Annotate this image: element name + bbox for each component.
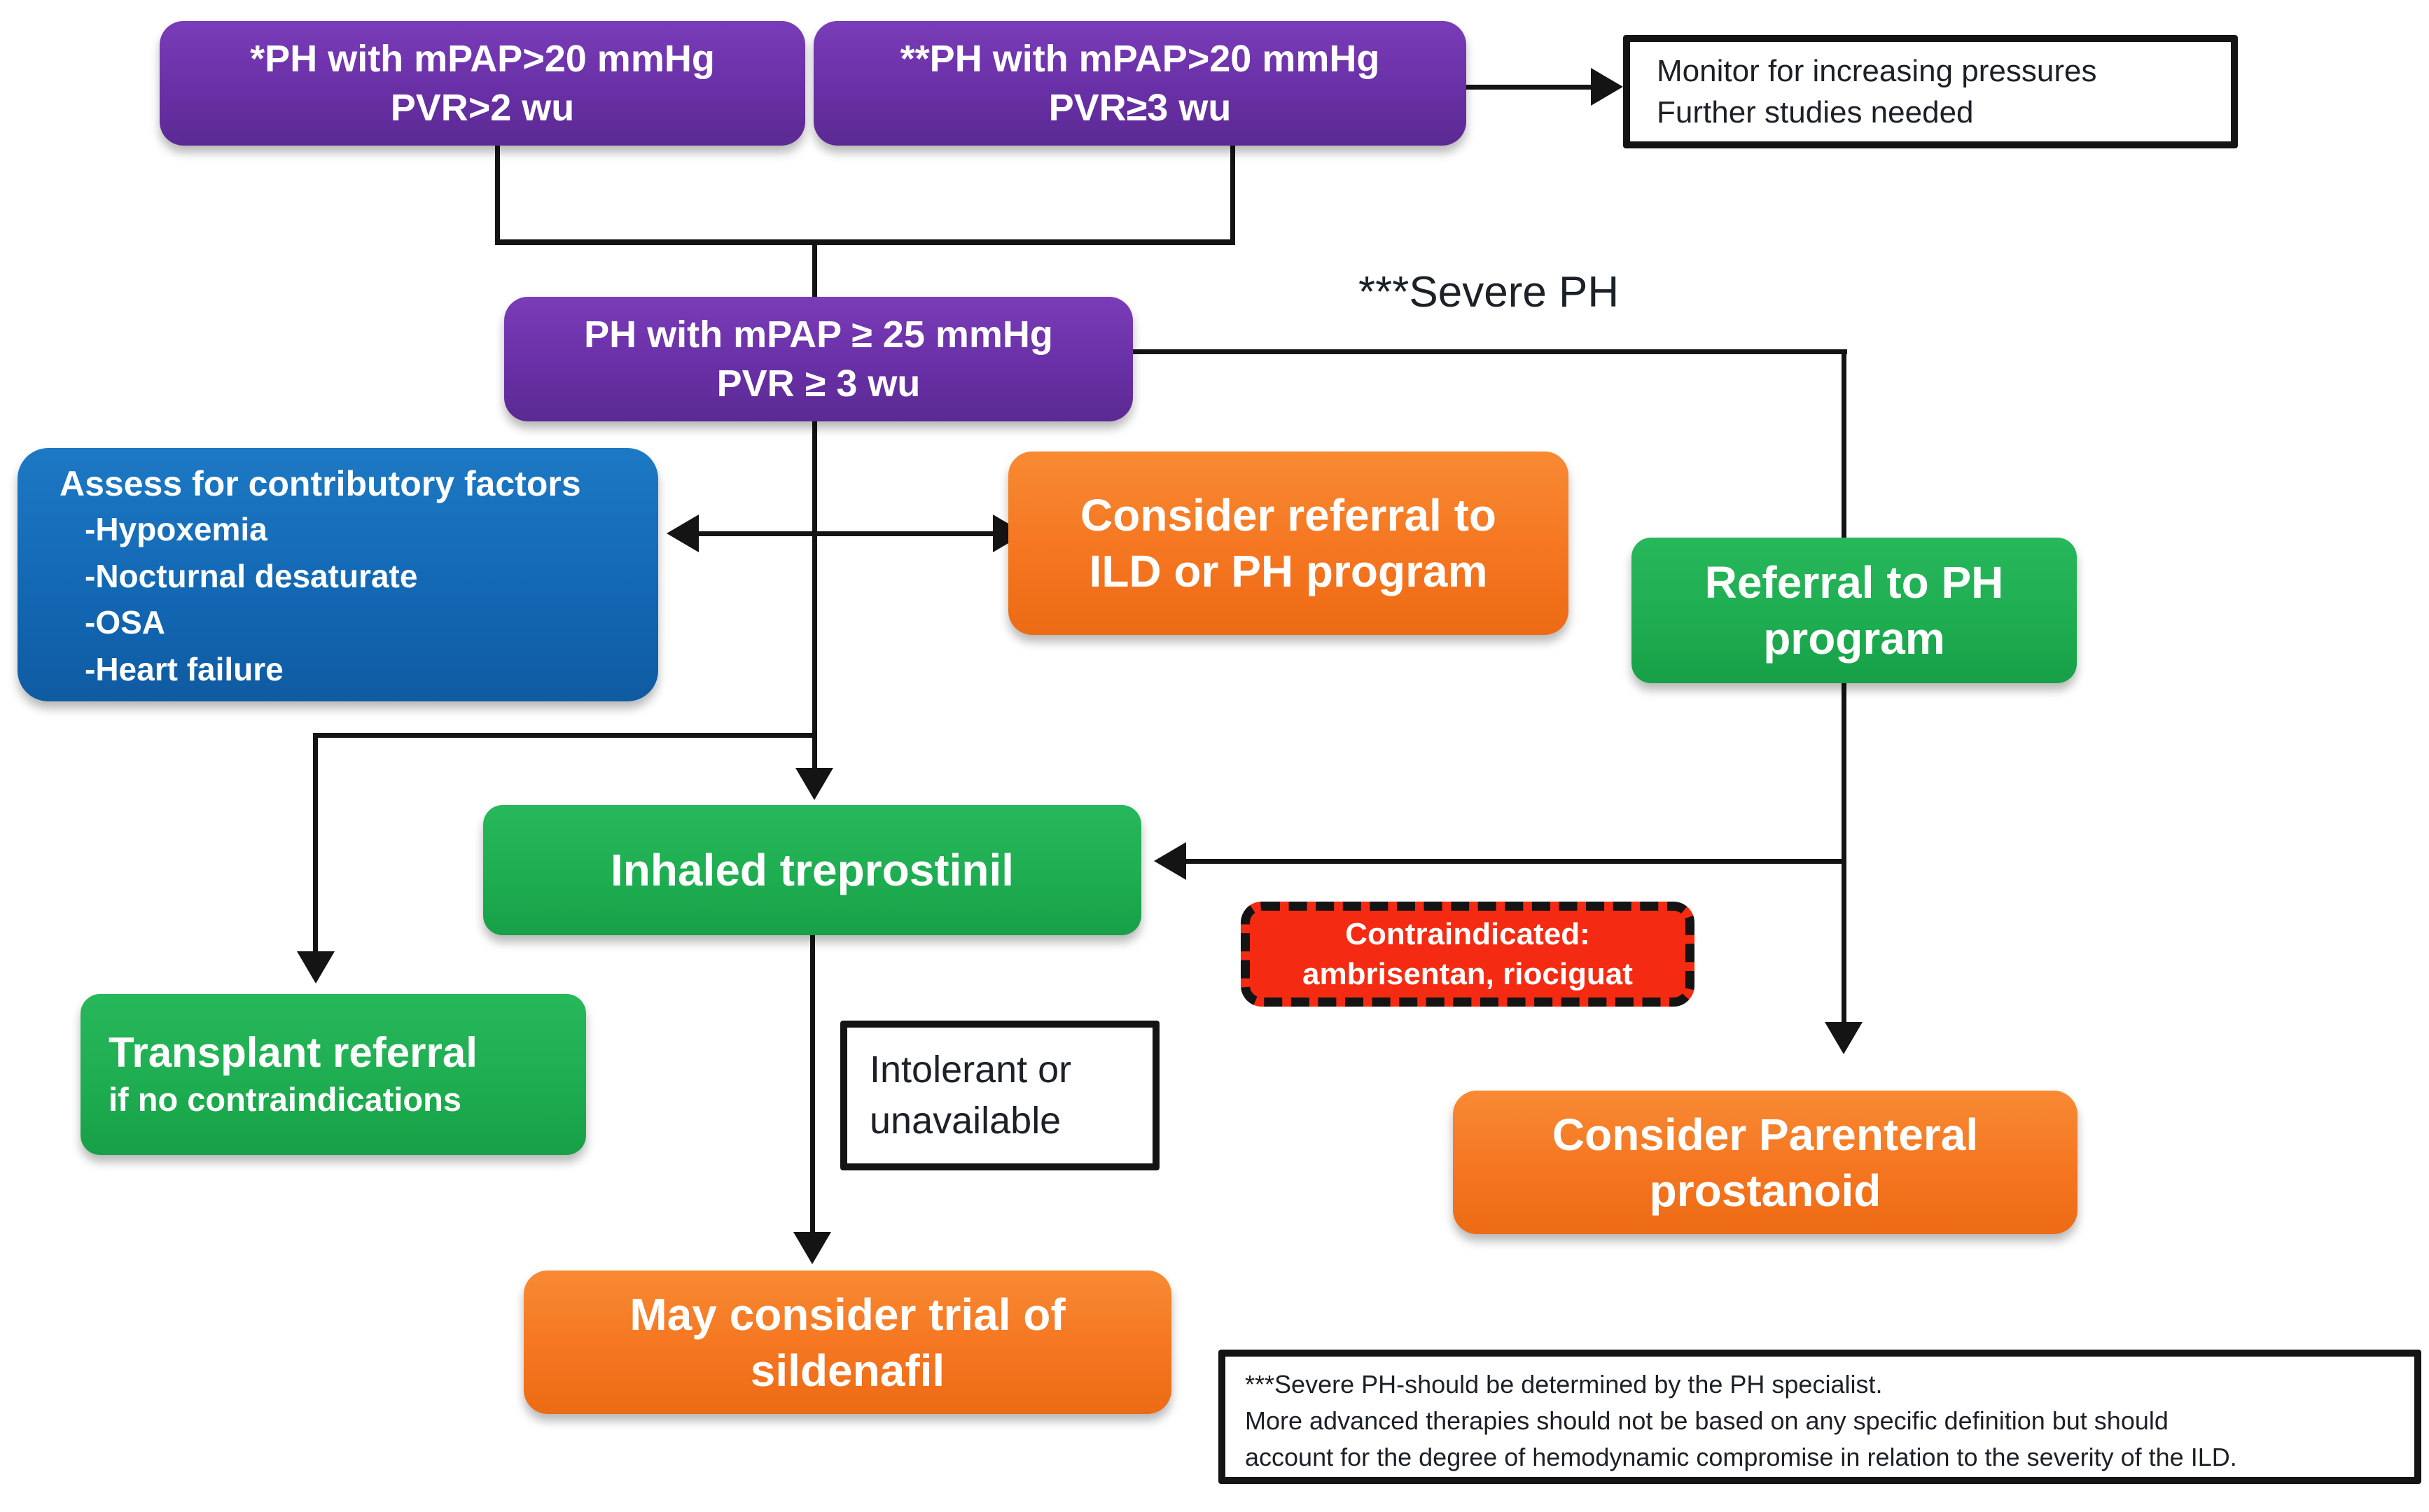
connector-bus-horizontal: [495, 239, 1235, 245]
node-text-line: program: [1763, 613, 1945, 664]
connector-severe-horizontal: [1132, 349, 1847, 354]
footnote-line: ***Severe PH-should be determined by the…: [1245, 1370, 1883, 1399]
node-text-line: Intolerant or: [870, 1049, 1072, 1091]
node-ph-mpap25: PH with mPAP ≥ 25 mmHg PVR ≥ 3 wu: [504, 297, 1133, 421]
node-text-line: *PH with mPAP>20 mmHg: [250, 37, 715, 80]
connector-bus-left-drop: [495, 146, 500, 244]
node-text-line: ambrisentan, riociguat: [1302, 957, 1633, 991]
connector-green-down: [1842, 682, 1846, 1022]
connector-bus-center-drop: [812, 239, 817, 298]
node-inhaled-treprostinil: Inhaled treprostinil: [483, 805, 1141, 935]
connector-center-vertical: [812, 420, 817, 768]
node-text-line: sildenafil: [750, 1345, 945, 1396]
node-text-line: Further studies needed: [1657, 95, 1974, 130]
assess-item: -Hypoxemia: [85, 510, 267, 547]
arrowhead-left-assess: [667, 514, 699, 552]
node-text-line: PVR≥3 wu: [1048, 87, 1232, 129]
node-text-line: prostanoid: [1649, 1165, 1881, 1216]
node-parenteral-prostanoid: Consider Parenteral prostanoid: [1453, 1091, 2077, 1234]
footnote-line: account for the degree of hemodynamic co…: [1245, 1443, 2237, 1472]
arrowhead-down-parenteral: [1825, 1022, 1863, 1054]
node-text-line: Transplant referral: [109, 1029, 478, 1077]
node-contraindicated: Contraindicated: ambrisentan, riociguat: [1241, 902, 1694, 1007]
node-text-line: Consider referral to: [1080, 490, 1496, 540]
connector-to-monitor: [1466, 85, 1596, 90]
arrowhead-left-inhaled: [1154, 842, 1186, 880]
node-consider-referral: Consider referral to ILD or PH program: [1008, 451, 1568, 635]
node-ph-mpap20-pvr2: *PH with mPAP>20 mmHg PVR>2 wu: [160, 21, 805, 146]
node-text-line: Contraindicated:: [1345, 916, 1590, 951]
node-text-line: Consider Parenteral: [1552, 1109, 1979, 1160]
node-referral-ph-program: Referral to PH program: [1631, 538, 2077, 683]
arrowhead-right-monitor: [1591, 68, 1623, 106]
node-intolerant: Intolerant or unavailable: [840, 1021, 1160, 1170]
connector-transplant-horizontal: [313, 733, 817, 738]
node-text-line: unavailable: [870, 1100, 1062, 1142]
node-text-line: May consider trial of: [629, 1289, 1066, 1340]
node-ph-mpap20-pvr3: **PH with mPAP>20 mmHg PVR≥3 wu: [814, 21, 1466, 146]
node-sildenafil-trial: May consider trial of sildenafil: [524, 1270, 1171, 1414]
assess-title: Assess for contributory factors: [60, 464, 581, 504]
footnote-box: ***Severe PH-should be determined by the…: [1218, 1350, 2421, 1484]
node-monitor: Monitor for increasing pressures Further…: [1623, 35, 2238, 148]
node-text-line: **PH with mPAP>20 mmHg: [900, 37, 1380, 80]
connector-assess-referral: [686, 531, 998, 536]
arrowhead-down-inhaled: [795, 768, 833, 800]
node-text-line: Referral to PH: [1704, 557, 2004, 608]
node-text-line: PH with mPAP ≥ 25 mmHg: [584, 313, 1053, 356]
arrowhead-down-transplant: [297, 951, 335, 983]
node-transplant-referral: Transplant referral if no contraindicati…: [81, 994, 586, 1155]
node-text-line: Monitor for increasing pressures: [1657, 53, 2097, 88]
connector-bus-right-drop: [1230, 146, 1235, 244]
severe-ph-label: ***Severe PH: [1358, 268, 1620, 316]
connector-transplant-down: [313, 733, 318, 951]
footnote-line: More advanced therapies should not be ba…: [1245, 1406, 2169, 1436]
node-text-line: PVR>2 wu: [390, 87, 575, 129]
connector-severe-down-to-green: [1842, 349, 1846, 539]
node-text-line: Inhaled treprostinil: [610, 845, 1015, 895]
assess-item: -Heart failure: [85, 650, 284, 687]
connector-to-inhaled-right: [1185, 859, 1846, 864]
node-text-line: ILD or PH program: [1089, 546, 1488, 596]
assess-item: -Nocturnal desaturate: [85, 557, 418, 594]
assess-item: -OSA: [85, 604, 165, 641]
node-assess-factors: Assess for contributory factors -Hypoxem…: [18, 448, 658, 701]
node-text-line: PVR ≥ 3 wu: [716, 363, 921, 405]
arrowhead-down-sildenafil: [793, 1232, 831, 1264]
connector-inhaled-down: [810, 935, 815, 1232]
node-text-line: if no contraindications: [109, 1081, 461, 1119]
